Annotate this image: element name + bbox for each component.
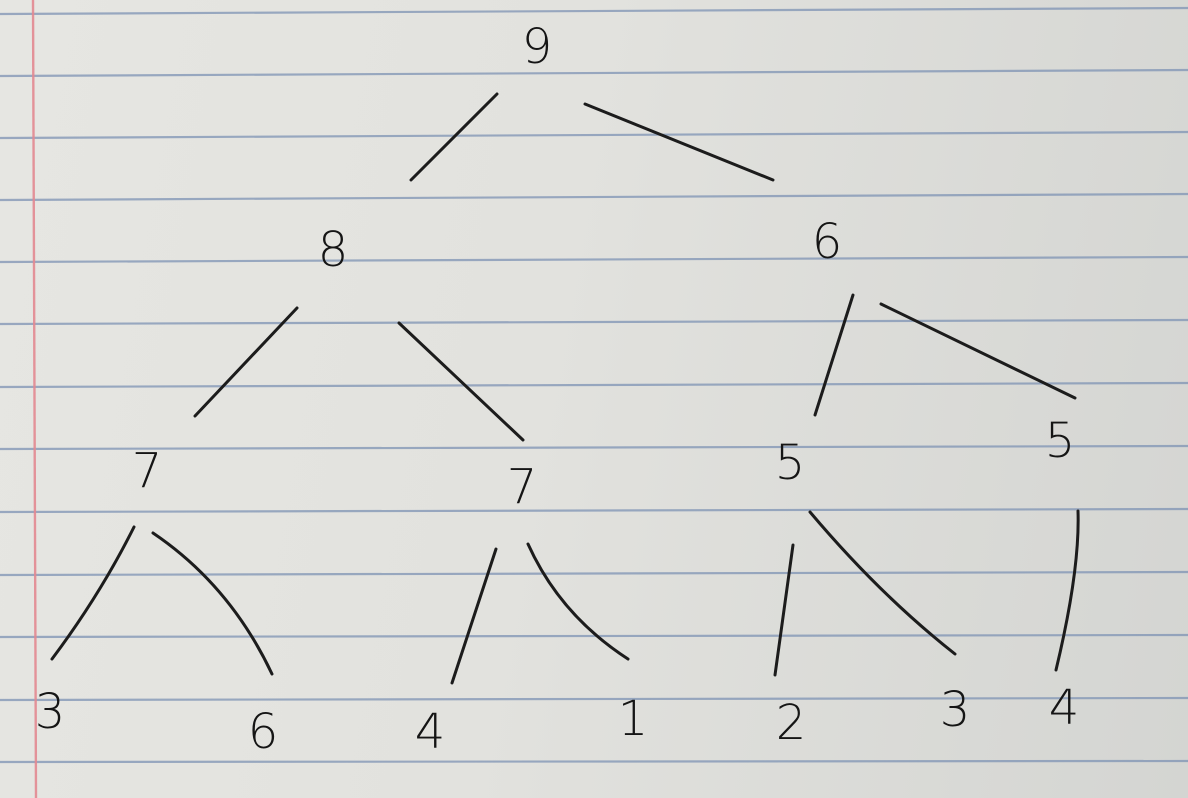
edge-7-to-4: [450, 547, 498, 685]
leaf-6: 3: [940, 682, 971, 738]
edge-8-to-7-right: [397, 321, 525, 442]
node-level2-b: 7: [507, 459, 538, 515]
edge-5-to-2: [773, 543, 795, 677]
leaf-4: 1: [618, 691, 649, 747]
leaf-1: 3: [35, 684, 66, 740]
edge-6-to-5-left: [813, 293, 855, 417]
edge-7-to-1: [526, 542, 630, 661]
edge-8-to-7-left: [193, 306, 299, 418]
edge-9-to-6: [583, 102, 775, 182]
edge-6-to-5-right: [879, 302, 1077, 400]
edge-7-to-3: [50, 525, 136, 661]
leaf-2: 6: [248, 704, 279, 760]
node-level2-c: 5: [775, 435, 806, 491]
tree-edges: [50, 92, 1080, 685]
node-root: 9: [522, 19, 553, 75]
edge-5-to-3: [808, 510, 957, 656]
edge-7-to-6: [151, 531, 274, 676]
leaf-3: 4: [415, 704, 446, 760]
leaf-7: 4: [1049, 680, 1080, 736]
node-level1-left: 8: [318, 222, 349, 278]
leaf-5: 2: [776, 695, 807, 751]
tree-nodes: 9 8 6 7 7 5 5 3 6 4 1 2 3 4: [35, 19, 1080, 760]
node-level2-d: 5: [1045, 413, 1076, 469]
edge-9-to-8: [409, 92, 499, 182]
edge-5-to-4: [1054, 509, 1080, 672]
node-level1-right: 6: [812, 214, 843, 270]
node-level2-a: 7: [132, 443, 163, 499]
